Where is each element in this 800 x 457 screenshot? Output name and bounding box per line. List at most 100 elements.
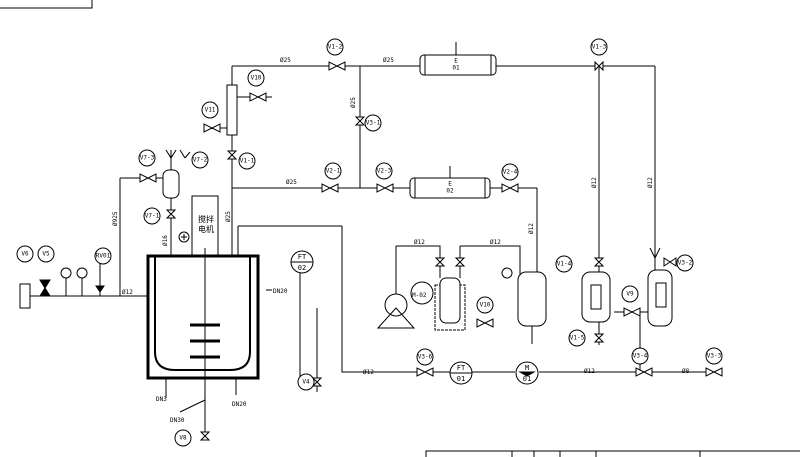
pipe-label: Ø25 (350, 97, 357, 108)
svg-text:V3-2: V3-2 (678, 260, 693, 267)
svg-text:V3-4: V3-4 (633, 353, 648, 360)
svg-text:V9: V9 (626, 291, 634, 298)
tag-v11: V11 (201, 101, 219, 119)
valves (139, 60, 723, 441)
svg-text:V1-3: V1-3 (592, 44, 607, 51)
svg-text:V3-6: V3-6 (418, 354, 433, 361)
tag-v10-top: V10 (247, 69, 265, 87)
tag-v1-2: V1-2 (326, 38, 344, 56)
svg-text:V2-3: V2-3 (377, 168, 392, 175)
pipe-label: Ø25 (280, 57, 291, 64)
svg-text:V11: V11 (205, 107, 216, 114)
svg-text:V8: V8 (179, 435, 187, 442)
gauge-2 (76, 267, 88, 279)
tag-v3-4: V3-4 (631, 347, 649, 365)
relief-valve (95, 285, 105, 293)
svg-text:V5: V5 (42, 251, 50, 258)
heat-exchanger-e02: E 02 (409, 166, 491, 199)
tag-v2-3: V2-3 (375, 162, 393, 180)
tag-v2-1: V2-1 (324, 162, 342, 180)
tag-v3-1: V3-1 (364, 114, 382, 132)
svg-text:V3-1: V3-1 (366, 120, 381, 127)
svg-text:V4: V4 (302, 379, 310, 386)
svg-text:E: E (448, 181, 452, 188)
nozzle-label: DN20 (273, 288, 288, 295)
svg-text:V7-2: V7-2 (193, 157, 208, 164)
heat-exchanger-e01: E 01 (419, 42, 497, 76)
receiver-1 (517, 271, 547, 327)
svg-text:V1-2: V1-2 (328, 44, 343, 51)
svg-text:V1-1: V1-1 (240, 158, 255, 165)
tag-v1-3: V1-3 (590, 38, 608, 56)
svg-text:V2-4: V2-4 (503, 169, 518, 176)
pipe-label: Ø25 (286, 179, 297, 186)
tag-rv01: RV01 (94, 247, 112, 265)
pipe-label: Ø12 (584, 368, 595, 375)
tag-v7-3: V7-3 (138, 149, 156, 167)
reactor-vessel (146, 248, 260, 400)
tag-v7-2: V7-2 (191, 151, 209, 169)
pipe-label: Ø12 (591, 177, 598, 188)
pipe-label: Ø25 (225, 211, 232, 222)
svg-text:V10: V10 (480, 302, 491, 309)
svg-text:FT: FT (298, 253, 307, 261)
tag-v7-1: V7-1 (143, 207, 161, 225)
condenser-column (226, 84, 238, 136)
pipe-label: Ø12 (363, 369, 374, 376)
svg-text:V1-5: V1-5 (570, 335, 585, 342)
svg-text:V3-3: V3-3 (707, 353, 722, 360)
gauge-1 (60, 267, 72, 279)
svg-text:V1-4: V1-4 (557, 261, 572, 268)
pipe-label: Ø12 (414, 239, 425, 246)
svg-text:01: 01 (523, 375, 531, 383)
pipe-label: Ø12 (647, 177, 654, 188)
svg-text:RV01: RV01 (96, 253, 111, 260)
title-block-cells (511, 451, 701, 457)
svg-text:M: M (525, 364, 529, 372)
pump-m02-label: M-02 (412, 292, 427, 299)
nozzle-label: DN30 (170, 417, 185, 424)
pipe-label: Ø25 (383, 57, 394, 64)
pipe-label: Ø12 (122, 289, 133, 296)
svg-text:FT: FT (457, 364, 466, 372)
svg-text:V2-1: V2-1 (326, 168, 341, 175)
tag-v9: V9 (621, 285, 639, 303)
flow-meter-ft02: FT 02 (290, 250, 314, 274)
tag-v1-4: V1-4 (555, 255, 573, 273)
pipe-label: Ø12 (528, 223, 535, 234)
sight-glass (19, 283, 31, 309)
svg-text:01: 01 (452, 65, 460, 72)
tag-v3-3: V3-3 (705, 347, 723, 365)
tag-v10-bottom: V10 (476, 296, 494, 314)
pipe-label: Ø925 (112, 211, 119, 226)
tag-v3-2: V3-2 (676, 254, 694, 272)
receiver-jacketed (396, 245, 521, 331)
tag-v5: V5 (37, 245, 55, 263)
tag-v2-4: V2-4 (501, 163, 519, 181)
pump-m02 (376, 246, 416, 329)
motor-label-2: 电机 (198, 224, 214, 234)
agitator-motor: 搅拌 电机 (191, 195, 219, 257)
svg-text:02: 02 (298, 264, 306, 272)
motor-label-1: 搅拌 (198, 214, 214, 224)
tag-v3-6: V3-6 (416, 348, 434, 366)
tag-v1-5: V1-5 (568, 329, 586, 347)
nozzle-label: DN20 (232, 401, 247, 408)
svg-text:V7-3: V7-3 (140, 155, 155, 162)
title-block-frame (425, 450, 800, 457)
pipe-label: Ø16 (162, 235, 169, 246)
flow-meter-ft01: FT 01 (449, 361, 473, 385)
tag-v1-1: V1-1 (238, 152, 256, 170)
tag-v8: V8 (174, 429, 192, 447)
small-tank (162, 169, 180, 199)
nozzle-label: DN3 (156, 396, 167, 403)
gauge-3 (501, 267, 513, 279)
svg-text:02: 02 (446, 188, 454, 195)
pipe-label: Ø12 (490, 239, 501, 246)
svg-text:E: E (454, 58, 458, 65)
svg-text:01: 01 (457, 375, 465, 383)
tag-v6: V6 (16, 245, 34, 263)
top-left-frame (0, 0, 93, 9)
pump-m01: M 01 (515, 361, 539, 385)
